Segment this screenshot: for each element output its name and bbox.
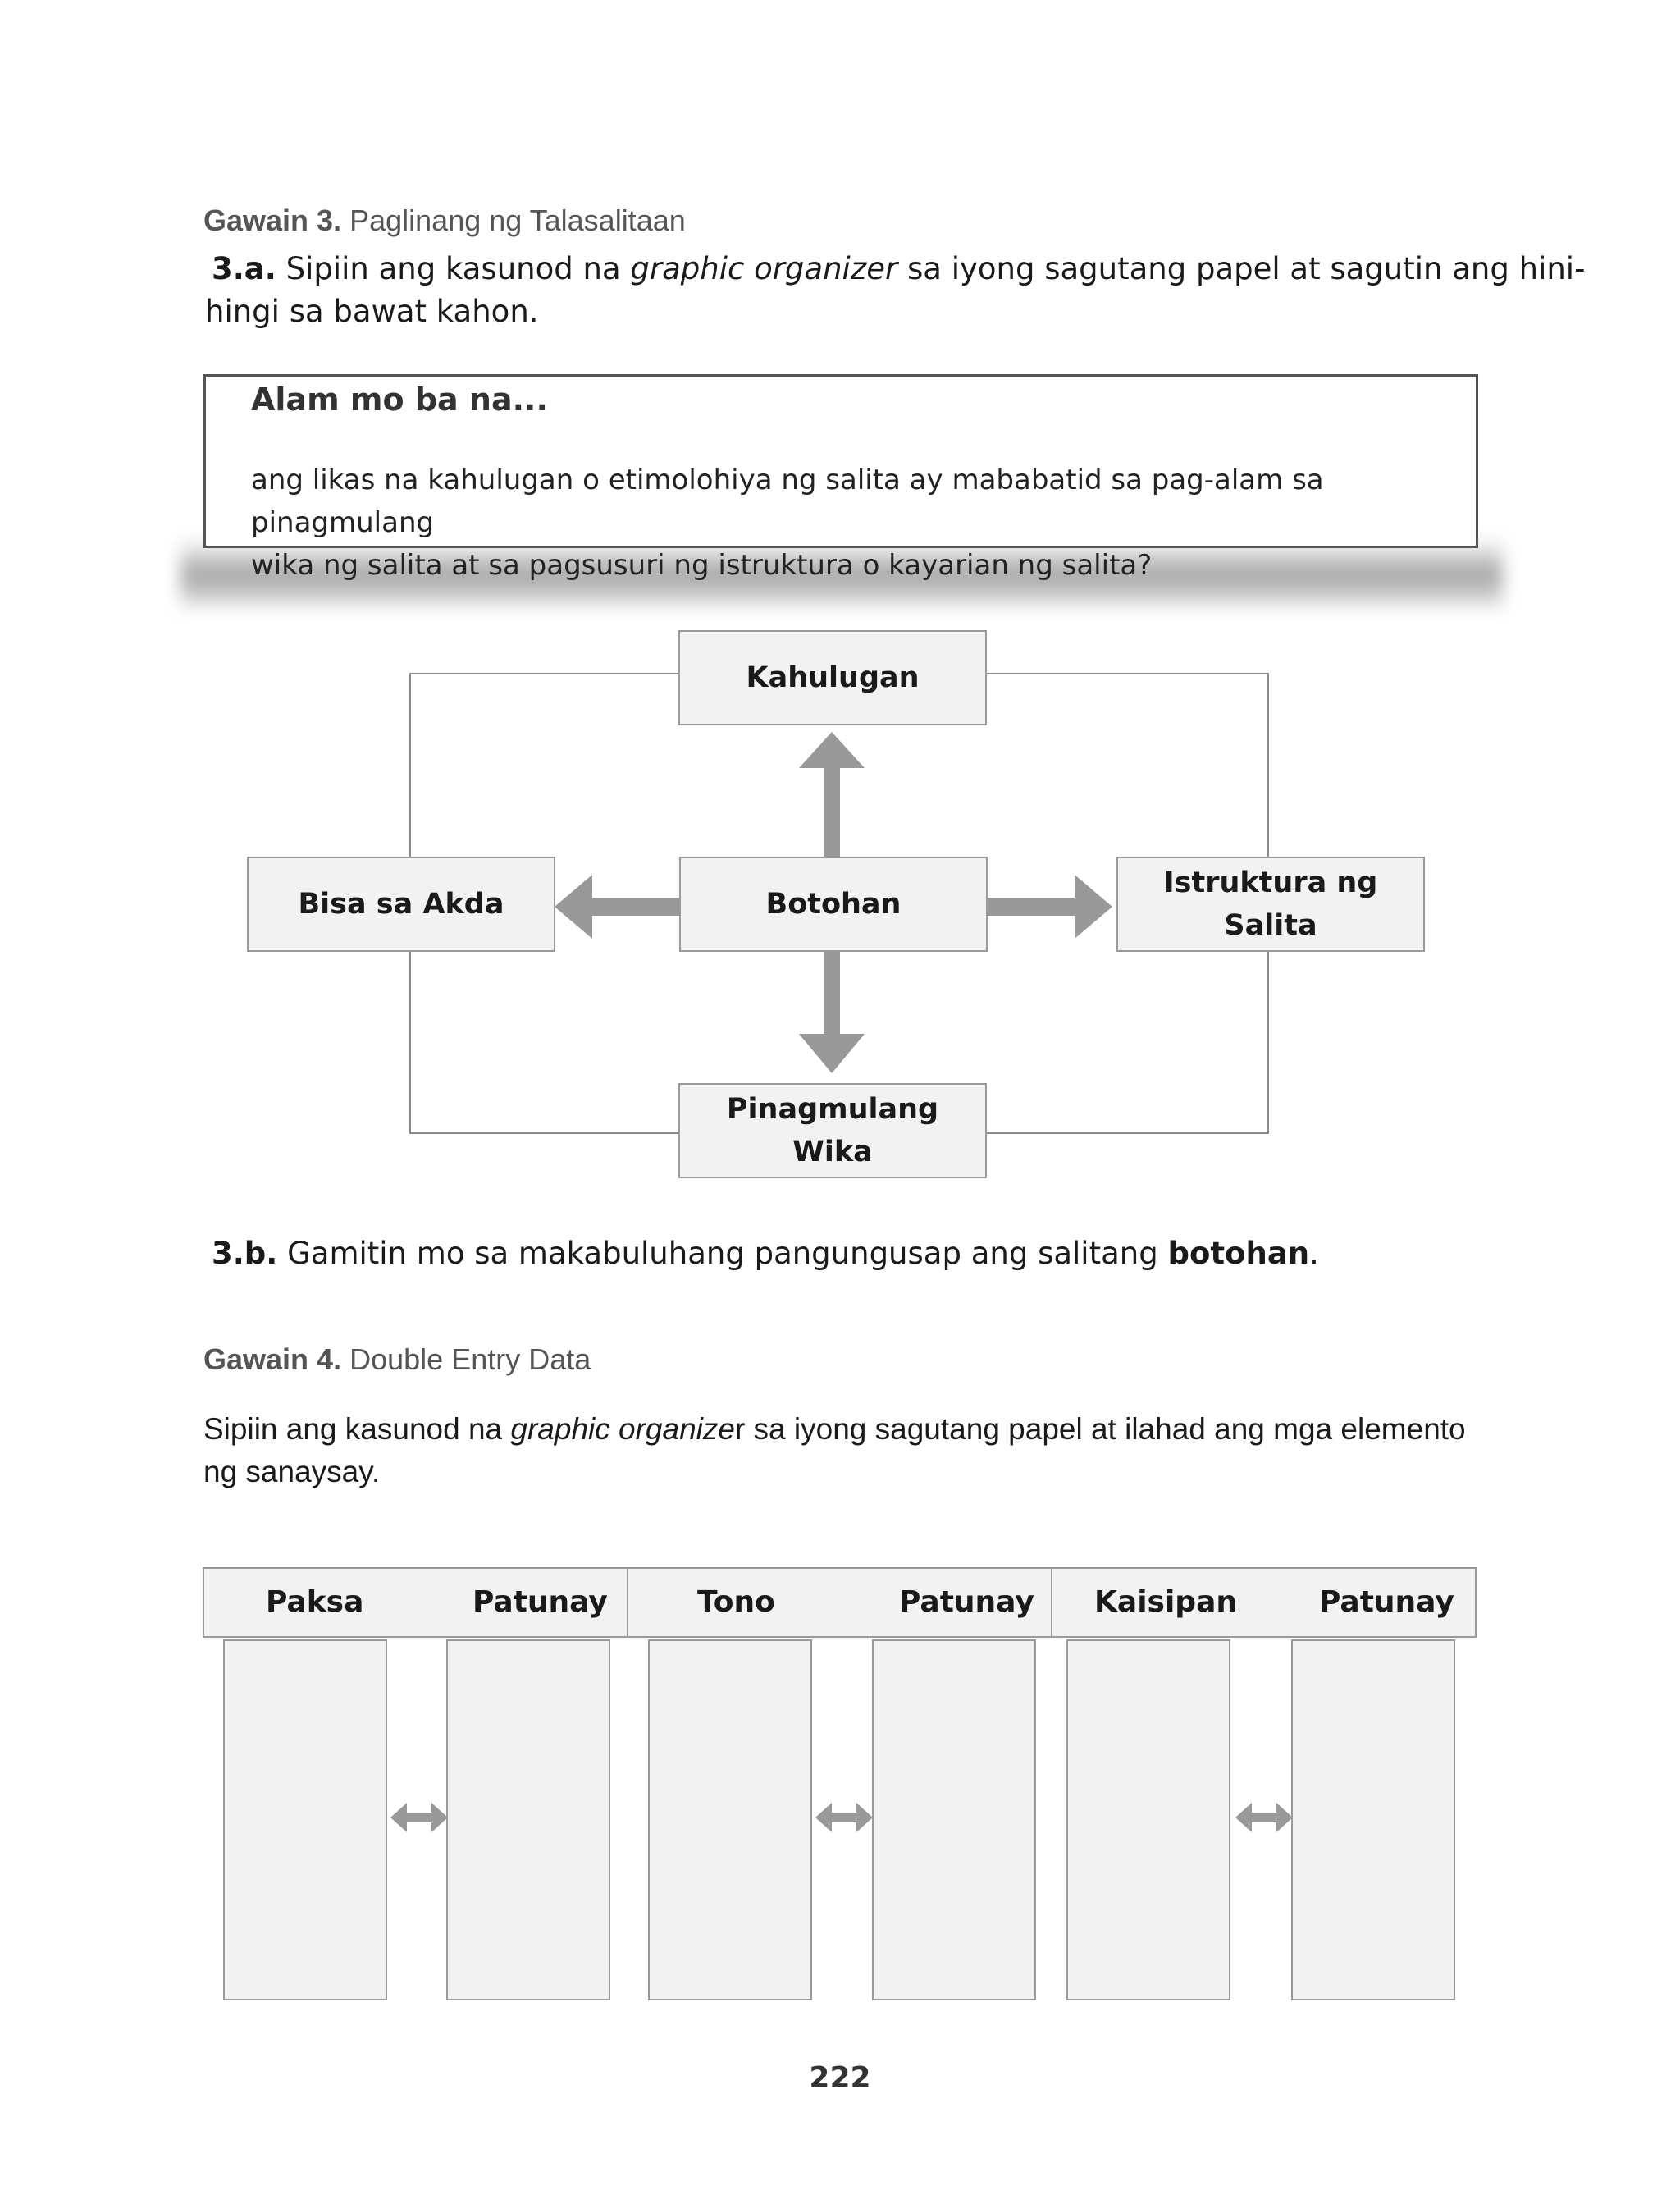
instruction-3b-label: 3.b. <box>212 1236 278 1271</box>
node-kahulugan: Kahulugan <box>678 630 987 725</box>
node-botohan-label: Botohan <box>765 888 902 921</box>
instruction-gawain-4-pre: Sipiin ang kasunod na <box>203 1412 511 1446</box>
instruction-gawain-4-line1: Sipiin ang kasunod na graphic organizer … <box>203 1408 1491 1451</box>
double-arrow-icon-3 <box>1235 1803 1293 1832</box>
instruction-3a-post: sa iyong sagutang papel at sagutin ang h… <box>897 251 1586 286</box>
node-pinagmulang-label-line1: Pinagmulang <box>726 1093 939 1126</box>
instruction-3a-italic: graphic organizer <box>630 251 898 286</box>
instruction-3b-end: . <box>1309 1236 1319 1271</box>
arrow-left-icon <box>555 875 682 939</box>
instruction-3a-label: 3.a. <box>212 251 276 286</box>
arrow-up-icon <box>799 732 865 858</box>
node-pinagmulang-wika: Pinagmulang Wika <box>678 1083 987 1178</box>
node-pinagmulang-label-line2: Wika <box>792 1136 873 1168</box>
instruction-gawain-4-post: r sa iyong sagutang papel at ilahad ang … <box>734 1412 1466 1446</box>
answer-box-patunay-3[interactable] <box>1291 1639 1455 2000</box>
header-group-tono <box>627 1567 1052 1638</box>
node-istruktura-label: Istruktura ng Salita <box>1163 866 1378 942</box>
callout-title: Alam mo ba na... <box>251 382 548 418</box>
instruction-gawain-4-line2: ng sanaysay. <box>203 1455 381 1488</box>
header-patunay-2: Patunay <box>899 1585 1034 1619</box>
header-group-kaisipan <box>1051 1567 1477 1638</box>
node-istruktura-ng-salita: Istruktura ng Salita <box>1116 857 1425 952</box>
gawain-3-label: Gawain 3. <box>203 203 342 237</box>
answer-box-kaisipan[interactable] <box>1066 1639 1230 2000</box>
header-patunay-1: Patunay <box>472 1585 608 1619</box>
instruction-gawain-4: Sipiin ang kasunod na graphic organizer … <box>203 1408 1491 1493</box>
node-bisa-sa-akda-label: Bisa sa Akda <box>298 888 504 921</box>
instruction-3a-line2: hingi sa bawat kahon. <box>205 294 539 329</box>
answer-box-paksa[interactable] <box>223 1639 387 2000</box>
answer-box-patunay-2[interactable] <box>872 1639 1036 2000</box>
arrow-right-icon <box>986 875 1112 939</box>
double-arrow-icon-1 <box>390 1803 448 1832</box>
instruction-3b-bold-word: botohan <box>1167 1236 1310 1271</box>
arrow-down-icon <box>799 952 865 1073</box>
double-arrow-icon-2 <box>815 1803 873 1832</box>
header-paksa: Paksa <box>266 1585 364 1619</box>
header-tono: Tono <box>697 1585 775 1619</box>
gawain-4-heading: Gawain 4. Double Entry Data <box>203 1342 591 1377</box>
header-kaisipan: Kaisipan <box>1094 1585 1237 1619</box>
header-group-paksa <box>203 1567 628 1638</box>
gawain-3-title: Paglinang ng Talasalitaan <box>349 203 686 237</box>
instruction-3b: 3.b. Gamitin mo sa makabuluhang pangungu… <box>212 1232 1319 1275</box>
answer-box-patunay-1[interactable] <box>446 1639 610 2000</box>
node-kahulugan-label: Kahulugan <box>746 661 920 694</box>
node-botohan: Botohan <box>679 857 988 952</box>
gawain-4-label: Gawain 4. <box>203 1342 342 1376</box>
instruction-3b-text: Gamitin mo sa makabuluhang pangungusap a… <box>277 1236 1168 1271</box>
answer-box-tono[interactable] <box>648 1639 812 2000</box>
node-bisa-sa-akda: Bisa sa Akda <box>247 857 555 952</box>
header-patunay-3: Patunay <box>1319 1585 1454 1619</box>
page-number: 222 <box>809 2061 871 2095</box>
gawain-4-title: Double Entry Data <box>349 1342 591 1376</box>
instruction-3a-line1: 3.a. Sipiin ang kasunod na graphic organ… <box>205 248 1585 290</box>
instruction-gawain-4-italic: graphic organize <box>510 1412 735 1446</box>
instruction-3a: 3.a. Sipiin ang kasunod na graphic organ… <box>205 248 1585 333</box>
callout-box: Alam mo ba na... ang likas na kahulugan … <box>203 374 1478 582</box>
gawain-3-heading: Gawain 3. Paglinang ng Talasalitaan <box>203 203 686 238</box>
callout-body: ang likas na kahulugan o etimolohiya ng … <box>251 459 1449 587</box>
instruction-3a-pre: Sipiin ang kasunod na <box>276 251 631 286</box>
callout-body-line1: ang likas na kahulugan o etimolohiya ng … <box>251 464 1324 539</box>
callout-body-line2: wika ng salita at sa pagsusuri ng istruk… <box>251 549 1153 582</box>
